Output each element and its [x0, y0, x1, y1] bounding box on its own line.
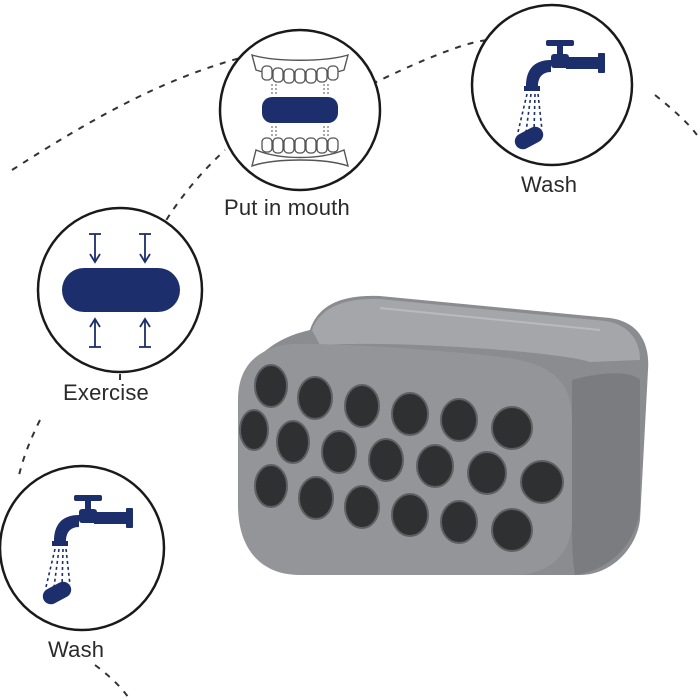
step-label-wash-top: Wash — [521, 172, 578, 197]
step-label-exercise: Exercise — [63, 380, 149, 405]
press-exercise-icon — [62, 233, 180, 348]
step-exercise — [36, 206, 204, 374]
step-label-put-in-mouth: Put in mouth — [224, 195, 350, 220]
dashed-flow-path — [11, 39, 700, 700]
jaw-exerciser-product — [238, 295, 649, 575]
product-holes — [239, 364, 564, 552]
step-wash-top — [470, 3, 634, 167]
step-wash-bottom — [0, 464, 166, 632]
step-label-wash-bottom: Wash — [48, 637, 105, 662]
teeth-bite-icon — [250, 53, 350, 168]
step-put-in-mouth — [218, 28, 382, 192]
